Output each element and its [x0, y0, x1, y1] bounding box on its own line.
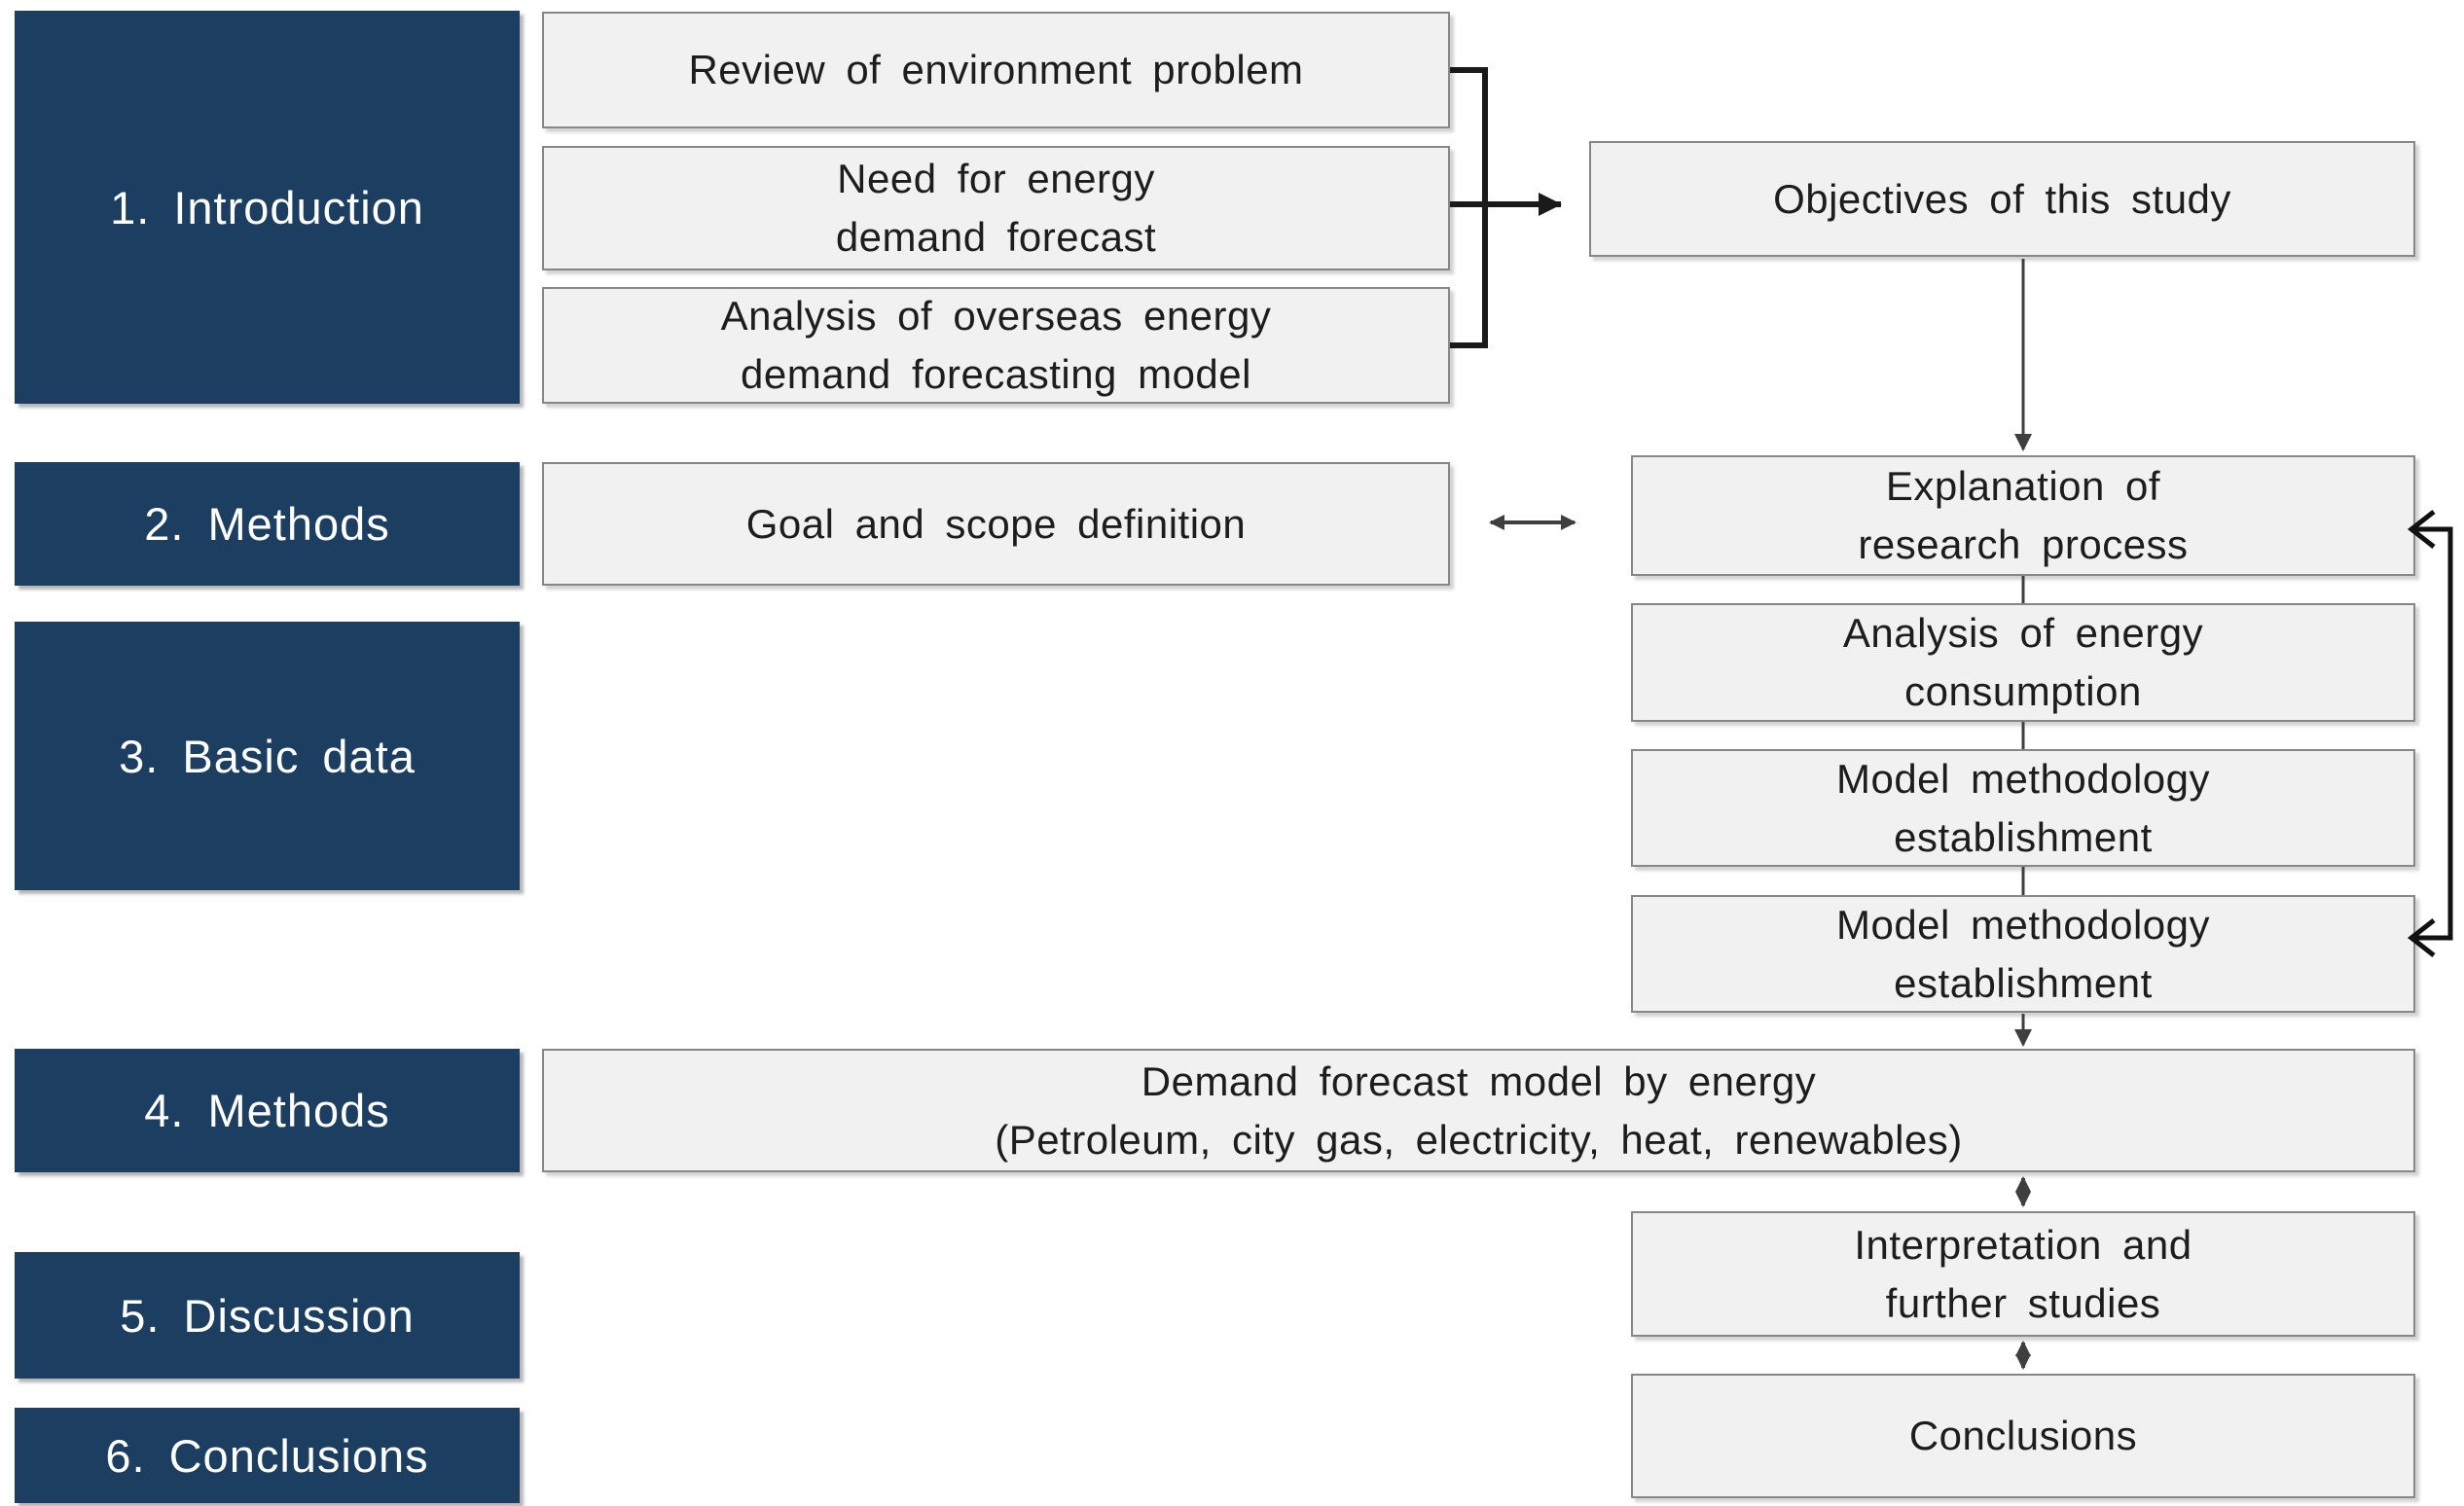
- node-review-environment-problem: Review of environment problem: [542, 12, 1450, 128]
- section-methods-2: 4. Methods: [15, 1049, 520, 1172]
- node-demand-forecast-model: Demand forecast model by energy (Petrole…: [542, 1049, 2415, 1172]
- section-label: 1. Introduction: [110, 181, 424, 233]
- section-discussion: 5. Discussion: [15, 1252, 520, 1379]
- intro-bracket: [1450, 67, 1488, 348]
- node-label-line2: research process: [1858, 521, 2189, 567]
- node-label-line2: further studies: [1885, 1279, 2161, 1326]
- node-explanation-research-process: Explanation of research process: [1631, 455, 2415, 576]
- node-label-line2: demand forecast: [835, 214, 1157, 260]
- node-overseas-forecasting-model: Analysis of overseas energy demand forec…: [542, 287, 1450, 404]
- node-label: Objectives of this study: [1773, 175, 2231, 222]
- node-need-energy-demand-forecast: Need for energy demand forecast: [542, 146, 1450, 270]
- section-label: 5. Discussion: [120, 1289, 415, 1342]
- section-label: 2. Methods: [144, 498, 390, 550]
- node-goal-scope-definition: Goal and scope definition: [542, 462, 1450, 586]
- node-label-line2: consumption: [1904, 668, 2142, 714]
- section-label: 3. Basic data: [119, 730, 416, 782]
- node-label-line1: Interpretation and: [1854, 1221, 2192, 1268]
- node-label-line1: Model methodology: [1835, 755, 2211, 802]
- section-label: 4. Methods: [144, 1085, 390, 1136]
- node-label-line2: demand forecasting model: [741, 351, 1251, 397]
- node-objectives: Objectives of this study: [1589, 141, 2415, 257]
- section-methods: 2. Methods: [15, 462, 520, 586]
- node-label-line2: establishment: [1894, 813, 2153, 860]
- node-label: Goal and scope definition: [745, 500, 1247, 547]
- node-label-line1: Need for energy: [837, 156, 1155, 202]
- node-model-methodology-1: Model methodology establishment: [1631, 749, 2415, 867]
- node-conclusions: Conclusions: [1631, 1374, 2415, 1498]
- node-label: Conclusions: [1908, 1413, 2138, 1459]
- node-label-line1: Analysis of energy: [1842, 610, 2204, 657]
- section-introduction: 1. Introduction: [15, 11, 520, 404]
- node-interpretation-further-studies: Interpretation and further studies: [1631, 1211, 2415, 1337]
- node-label-line1: Explanation of: [1885, 463, 2161, 510]
- node-label-line1: Model methodology: [1835, 901, 2211, 948]
- section-basic-data: 3. Basic data: [15, 622, 520, 890]
- node-label-line2: establishment: [1894, 959, 2153, 1006]
- node-label: Review of environment problem: [688, 47, 1304, 93]
- section-conclusions: 6. Conclusions: [15, 1408, 520, 1503]
- node-model-methodology-2: Model methodology establishment: [1631, 895, 2415, 1013]
- section-label: 6. Conclusions: [105, 1429, 429, 1482]
- node-label-line1: Demand forecast model by energy: [1141, 1058, 1817, 1104]
- feedback-bracket: [2414, 526, 2453, 941]
- node-analysis-energy-consumption: Analysis of energy consumption: [1631, 603, 2415, 722]
- node-label-line2: (Petroleum, city gas, electricity, heat,…: [995, 1116, 1963, 1163]
- node-label-line1: Analysis of overseas energy: [720, 293, 1272, 340]
